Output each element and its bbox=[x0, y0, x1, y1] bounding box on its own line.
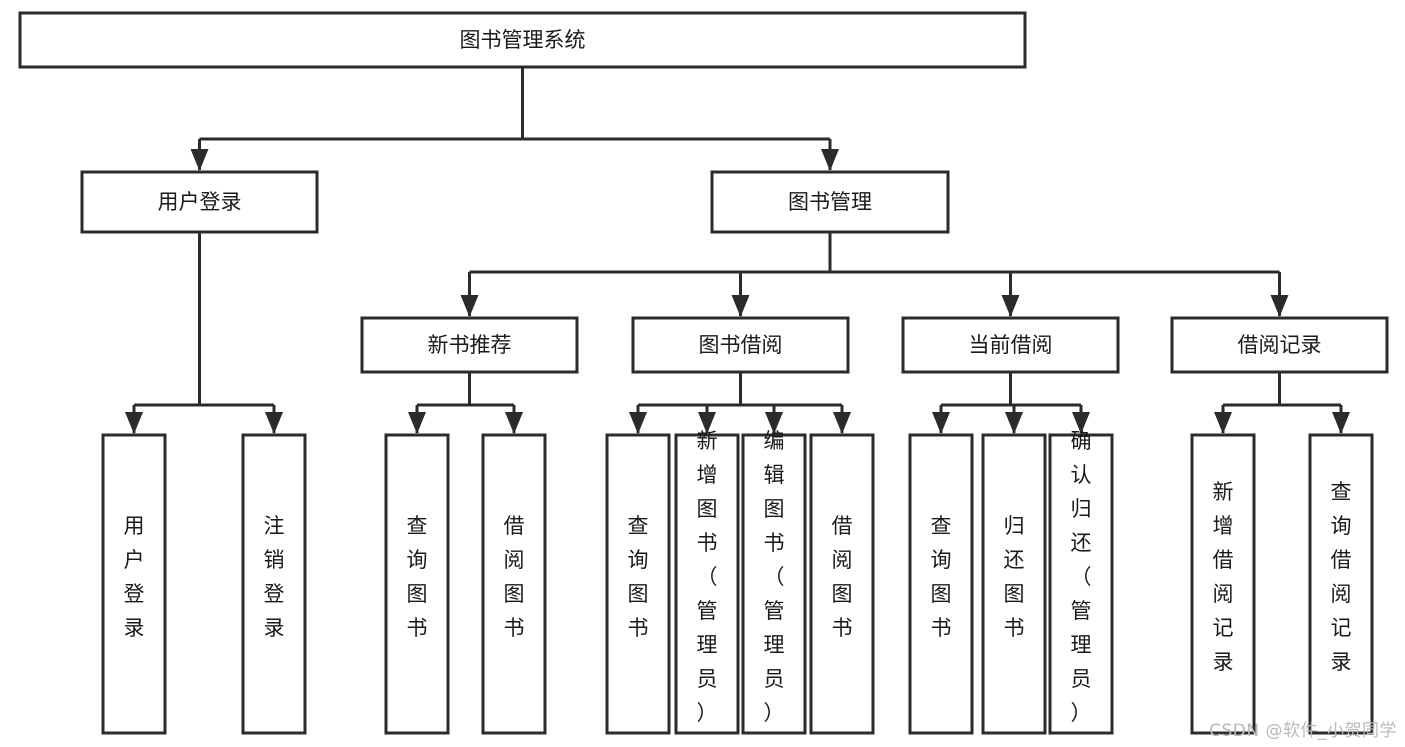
level2-node-图书管理[interactable]: 图书管理 bbox=[710, 170, 950, 234]
level3-node-图书借阅[interactable]: 图书借阅 bbox=[631, 316, 850, 374]
arrow-head-icon bbox=[1001, 295, 1020, 317]
leaf-node-归还图书[interactable]: 归还图书 bbox=[981, 433, 1047, 735]
node-label: 查询借阅记录 bbox=[1331, 480, 1352, 674]
arrow-head-icon bbox=[190, 149, 209, 171]
node-outline bbox=[384, 433, 450, 735]
node-label: 查询图书 bbox=[931, 514, 952, 640]
connector-layer bbox=[125, 67, 1350, 434]
arrow-head-icon bbox=[1270, 295, 1289, 317]
node-outline bbox=[101, 433, 167, 735]
arrow-head-icon bbox=[1332, 412, 1350, 434]
leaf-node-查询图书[interactable]: 查询图书 bbox=[605, 433, 671, 735]
node-outline bbox=[674, 433, 740, 735]
leaf-node-借阅图书[interactable]: 借阅图书 bbox=[481, 433, 547, 735]
node-label: 编辑图书（管理员） bbox=[764, 429, 785, 725]
node-label: 借阅图书 bbox=[504, 514, 525, 640]
node-outline bbox=[710, 170, 950, 234]
node-outline bbox=[605, 433, 671, 735]
root-node-图书管理系统[interactable]: 图书管理系统 bbox=[18, 11, 1027, 69]
node-outline bbox=[360, 316, 579, 374]
arrow-head-icon bbox=[765, 412, 783, 434]
arrow-head-icon bbox=[1214, 412, 1232, 434]
node-outline bbox=[809, 433, 875, 735]
arrow-head-icon bbox=[731, 295, 750, 317]
node-outline bbox=[241, 433, 307, 735]
node-outline bbox=[908, 433, 974, 735]
node-label: 当前借阅 bbox=[969, 333, 1053, 357]
node-outline bbox=[80, 170, 319, 234]
node-label: 新书推荐 bbox=[428, 333, 512, 357]
arrow-head-icon bbox=[1072, 412, 1090, 434]
node-outline bbox=[18, 11, 1027, 69]
node-label: 注销登录 bbox=[264, 514, 285, 640]
leaf-node-新增图书管理员[interactable]: 新增图书（管理员） bbox=[674, 429, 740, 735]
node-label: 新增图书（管理员） bbox=[697, 429, 718, 725]
node-label: 查询图书 bbox=[628, 514, 649, 640]
node-label: 用户登录 bbox=[124, 514, 145, 640]
node-label: 图书管理 bbox=[788, 190, 872, 214]
node-layer: 图书管理系统用户登录图书管理新书推荐图书借阅当前借阅借阅记录用户登录注销登录查询… bbox=[18, 11, 1389, 735]
arrow-head-icon bbox=[460, 295, 479, 317]
level3-node-当前借阅[interactable]: 当前借阅 bbox=[901, 316, 1120, 374]
node-label: 查询图书 bbox=[407, 514, 428, 640]
arrow-head-icon bbox=[408, 412, 426, 434]
arrow-head-icon bbox=[265, 412, 283, 434]
level3-node-新书推荐[interactable]: 新书推荐 bbox=[360, 316, 579, 374]
leaf-node-查询借阅记录[interactable]: 查询借阅记录 bbox=[1308, 433, 1374, 735]
arrow-head-icon bbox=[1005, 412, 1023, 434]
node-outline bbox=[981, 433, 1047, 735]
arrow-head-icon bbox=[833, 412, 851, 434]
arrow-head-icon bbox=[125, 412, 143, 434]
leaf-node-注销登录[interactable]: 注销登录 bbox=[241, 433, 307, 735]
node-label: 借阅记录 bbox=[1238, 333, 1322, 357]
node-outline bbox=[1048, 433, 1114, 735]
leaf-node-查询图书[interactable]: 查询图书 bbox=[384, 433, 450, 735]
node-label: 借阅图书 bbox=[832, 514, 853, 640]
node-label: 图书管理系统 bbox=[460, 28, 586, 52]
node-label: 确认归还（管理员） bbox=[1071, 429, 1092, 725]
arrow-head-icon bbox=[505, 412, 523, 434]
node-label: 图书借阅 bbox=[699, 333, 783, 357]
level3-node-借阅记录[interactable]: 借阅记录 bbox=[1170, 316, 1389, 374]
node-label: 用户登录 bbox=[158, 190, 242, 214]
level2-node-用户登录[interactable]: 用户登录 bbox=[80, 170, 319, 234]
leaf-node-确认归还管理员[interactable]: 确认归还（管理员） bbox=[1048, 429, 1114, 735]
leaf-node-新增借阅记录[interactable]: 新增借阅记录 bbox=[1190, 433, 1256, 735]
leaf-node-查询图书[interactable]: 查询图书 bbox=[908, 433, 974, 735]
node-outline bbox=[1308, 433, 1374, 735]
node-outline bbox=[741, 433, 807, 735]
arrow-head-icon bbox=[698, 412, 716, 434]
arrow-head-icon bbox=[629, 412, 647, 434]
node-outline bbox=[631, 316, 850, 374]
arrow-head-icon bbox=[932, 412, 950, 434]
node-outline bbox=[481, 433, 547, 735]
node-outline bbox=[1190, 433, 1256, 735]
leaf-node-用户登录[interactable]: 用户登录 bbox=[101, 433, 167, 735]
node-outline bbox=[901, 316, 1120, 374]
leaf-node-借阅图书[interactable]: 借阅图书 bbox=[809, 433, 875, 735]
node-label: 归还图书 bbox=[1004, 514, 1025, 640]
node-label: 新增借阅记录 bbox=[1213, 480, 1234, 674]
leaf-node-编辑图书管理员[interactable]: 编辑图书（管理员） bbox=[741, 429, 807, 735]
arrow-head-icon bbox=[821, 149, 839, 171]
node-outline bbox=[1170, 316, 1389, 374]
